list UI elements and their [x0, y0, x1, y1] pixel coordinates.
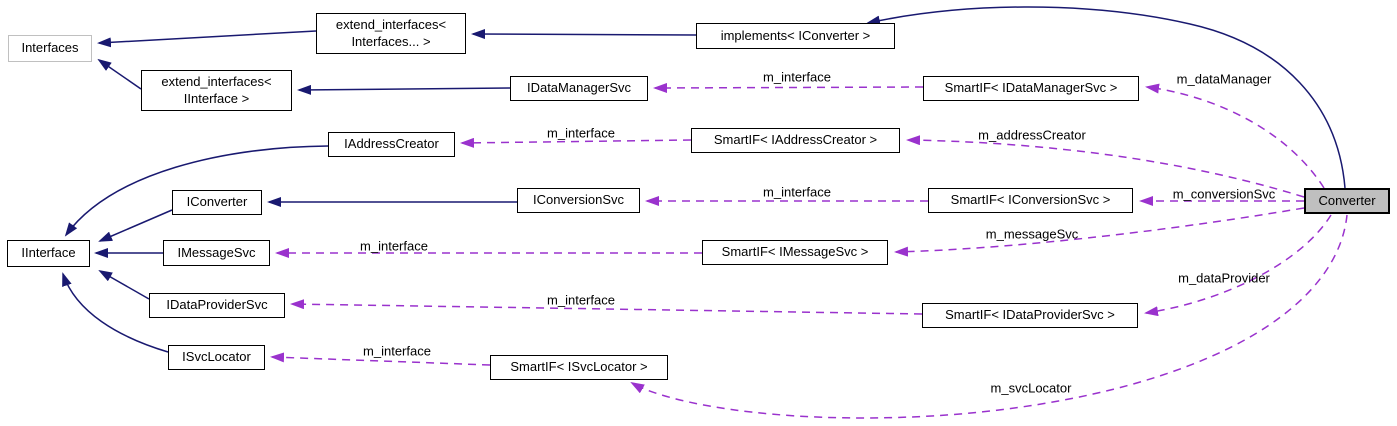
edge-label-m-interface-datamanager: m_interface	[763, 69, 831, 85]
node-isvclocator[interactable]: ISvcLocator	[168, 345, 265, 370]
node-smartif-imessagesvc[interactable]: SmartIF< IMessageSvc >	[702, 240, 888, 265]
node-extend-interfaces-iinterface[interactable]: extend_interfaces< IInterface >	[141, 70, 292, 111]
edge-label-m-datamanager: m_dataManager	[1176, 71, 1272, 87]
edge-usage-m-dataprovider	[1144, 214, 1332, 317]
edge-label-m-interface-messagesvc: m_interface	[360, 238, 428, 254]
edge-isvclocator-to-iinterface	[62, 272, 169, 353]
edge-label-m-conversionsvc: m_conversionSvc	[1172, 186, 1276, 202]
edge-implements-to-extend-variadic	[471, 29, 697, 40]
node-interfaces[interactable]: Interfaces	[8, 35, 92, 62]
edge-label-m-interface-addresscreator: m_interface	[547, 125, 615, 141]
edge-extend-variadic-to-interfaces	[97, 30, 317, 48]
edge-label-m-interface-svclocator: m_interface	[363, 343, 431, 359]
edge-usage-m-interface-dataprovider	[290, 299, 923, 315]
edge-extend-iinterface-to-interfaces	[97, 58, 142, 90]
edge-label-m-messagesvc: m_messageSvc	[985, 226, 1079, 242]
edge-converter-to-implements	[866, 6, 1346, 189]
node-extend-interfaces-variadic[interactable]: extend_interfaces< Interfaces... >	[316, 13, 466, 54]
node-iaddresscreator[interactable]: IAddressCreator	[328, 132, 455, 157]
edge-usage-m-addresscreator	[906, 135, 1305, 198]
node-idataprovidersvc[interactable]: IDataProviderSvc	[149, 293, 285, 318]
edge-idatamanagersvc-to-extend-iinterface	[297, 84, 511, 95]
node-iinterface[interactable]: IInterface	[7, 240, 90, 267]
edge-usage-m-interface-datamanager	[653, 82, 924, 93]
edge-label-m-svclocator: m_svcLocator	[990, 380, 1072, 396]
node-idatamanagersvc[interactable]: IDataManagerSvc	[510, 76, 648, 101]
node-iconverter[interactable]: IConverter	[172, 190, 262, 215]
edge-usage-m-datamanager	[1145, 83, 1325, 189]
edge-iconverter-to-iinterface	[98, 209, 173, 242]
edge-usage-m-messagesvc	[894, 207, 1305, 257]
node-smartif-iaddresscreator[interactable]: SmartIF< IAddressCreator >	[691, 128, 900, 153]
edge-label-m-dataprovider: m_dataProvider	[1178, 270, 1270, 286]
edge-idataprovidersvc-to-iinterface	[98, 270, 150, 300]
node-converter[interactable]: Converter	[1304, 188, 1390, 214]
edge-usage-m-interface-addresscreator	[460, 137, 692, 148]
node-iconversionsvc[interactable]: IConversionSvc	[517, 188, 640, 213]
edge-label-m-addresscreator: m_addressCreator	[978, 127, 1086, 143]
edge-label-m-interface-dataprovider: m_interface	[547, 292, 615, 308]
edge-iaddresscreator-to-iinterface	[64, 145, 329, 237]
node-imessagesvc[interactable]: IMessageSvc	[163, 240, 270, 266]
node-smartif-iconversionsvc[interactable]: SmartIF< IConversionSvc >	[928, 188, 1133, 213]
node-implements-iconverter[interactable]: implements< IConverter >	[696, 23, 895, 49]
edge-label-m-interface-conversionsvc: m_interface	[763, 184, 831, 200]
node-smartif-isvclocator[interactable]: SmartIF< ISvcLocator >	[490, 355, 668, 380]
edge-usage-m-svclocator	[630, 214, 1348, 419]
node-smartif-idatamanagersvc[interactable]: SmartIF< IDataManagerSvc >	[923, 76, 1139, 101]
node-smartif-idataprovidersvc[interactable]: SmartIF< IDataProviderSvc >	[922, 303, 1138, 328]
